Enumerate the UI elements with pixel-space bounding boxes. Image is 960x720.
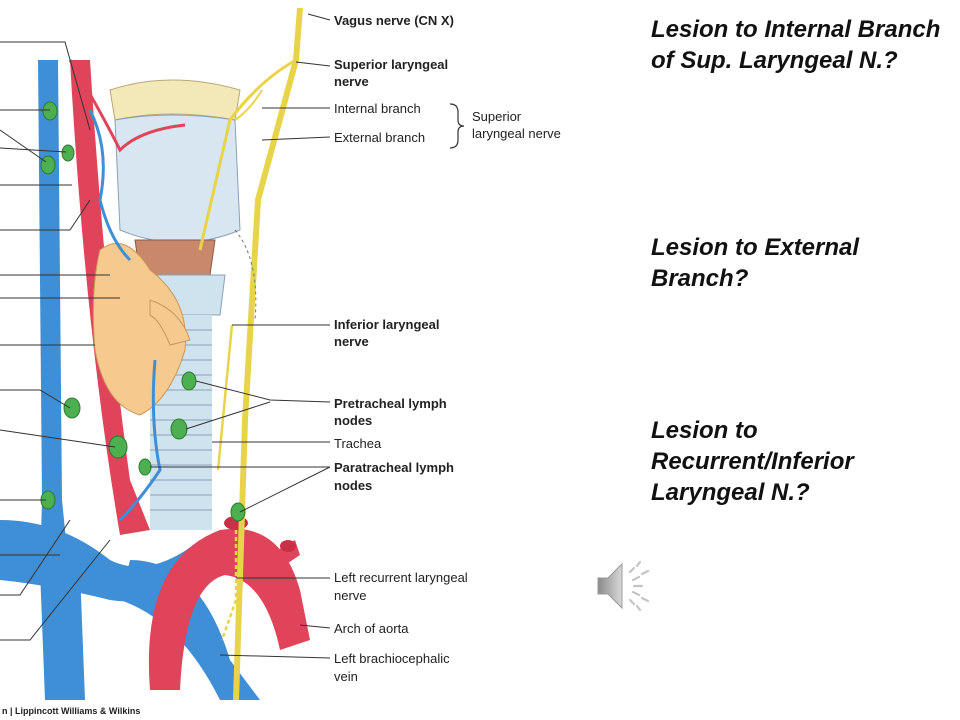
label-pretracheal-1: Pretracheal lymph (334, 396, 447, 411)
label-vagus: Vagus nerve (CN X) (334, 13, 454, 28)
label-paratracheal-2: nodes (334, 478, 372, 493)
label-paratracheal-1: Paratracheal lymph (334, 460, 454, 475)
question-recurrent-nerve: Lesion to Recurrent/Inferior Laryngeal N… (651, 417, 854, 506)
label-inf-laryngeal-2: nerve (334, 334, 369, 349)
internal-jugular-vein (38, 60, 68, 570)
speaker-icon[interactable] (592, 556, 656, 616)
thyroid-gland-lobe (92, 242, 187, 416)
label-left-brachio-2: vein (334, 669, 358, 684)
question-external-branch: Lesion to External Branch? (651, 234, 860, 292)
label-left-recurrent-2: nerve (334, 588, 367, 603)
label-left-recurrent-1: Left recurrent laryngeal (334, 570, 468, 585)
label-internal-branch: Internal branch (334, 101, 421, 116)
dashed-nerve-path (234, 229, 257, 321)
label-brace-1: Superior (472, 109, 522, 124)
inferior-laryngeal-nerve (216, 324, 234, 471)
thyroid-larynx-anatomy-diagram: Vagus nerve (CN X) Superior laryngeal ne… (0, 7, 561, 716)
vein-right (120, 560, 260, 700)
label-arch-aorta: Arch of aorta (334, 621, 409, 636)
common-carotid-artery (70, 60, 150, 535)
superior-thyroid-artery (68, 59, 186, 153)
brace (449, 103, 465, 149)
figure-credit: n | Lippincott Williams & Wilkins (2, 706, 140, 716)
label-sup-laryngeal-1: Superior laryngeal (334, 57, 448, 72)
label-sup-laryngeal-2: nerve (334, 74, 369, 89)
lymph-nodes (40, 101, 246, 522)
recurrent-laryngeal-nerve (220, 530, 238, 641)
label-trachea: Trachea (334, 436, 382, 451)
label-pretracheal-2: nodes (334, 413, 372, 428)
label-inf-laryngeal-1: Inferior laryngeal (334, 317, 439, 332)
right-leader-lines (150, 13, 331, 659)
superior-laryngeal-nerve (198, 58, 297, 251)
superior-thyroid-vessels (88, 109, 132, 262)
internal-branch-nerve (234, 89, 263, 121)
thyroid-isthmus (149, 299, 191, 346)
label-brace-2: laryngeal nerve (472, 126, 561, 141)
artery-end-2 (280, 540, 296, 552)
label-left-brachio-1: Left brachiocephalic (334, 651, 450, 666)
thyroid-cartilage (114, 114, 241, 243)
brachiocephalic-trunk (40, 570, 85, 700)
inferior-thyroid-vein (118, 359, 162, 522)
left-leader-lines (0, 41, 120, 641)
question-internal-branch: Lesion to Internal Branch of Sup. Laryng… (651, 16, 941, 74)
label-external-branch: External branch (334, 130, 425, 145)
hyoid-bone (109, 79, 241, 121)
